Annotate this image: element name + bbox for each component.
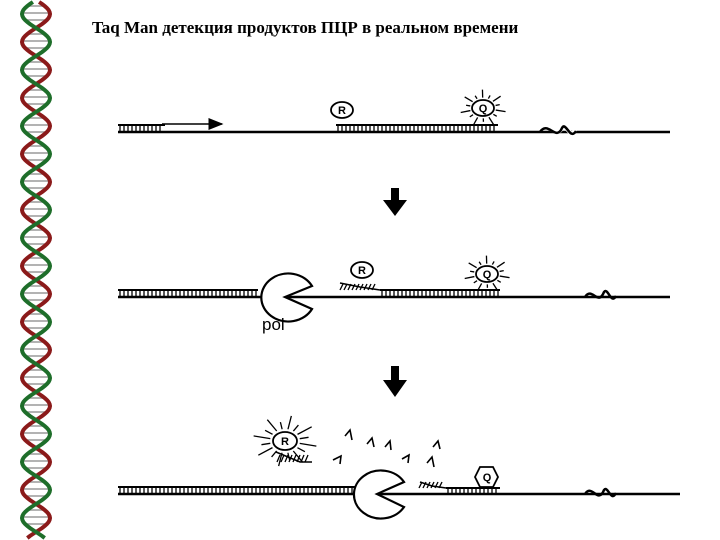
quencher-dye: Q: [464, 255, 510, 292]
svg-text:Q: Q: [483, 269, 492, 281]
step-3: Q R: [118, 415, 680, 520]
quencher-dye: Q: [473, 466, 500, 488]
polymerase-label: pol: [262, 315, 285, 334]
svg-text:R: R: [358, 265, 366, 277]
quencher-label: Q: [479, 103, 488, 115]
step-1: R Q: [118, 89, 670, 136]
polymerase-icon: [260, 272, 314, 323]
svg-text:R: R: [281, 436, 289, 448]
arrow-down-icon: [383, 188, 407, 216]
polymerase-icon: [352, 469, 406, 520]
dna-strand: [19, 0, 53, 540]
primer: [118, 118, 224, 132]
probe-displaced: [339, 282, 500, 297]
released-reporter: R: [253, 415, 317, 467]
cleaved-nucleotides: [332, 428, 441, 468]
new-strand: [118, 289, 258, 297]
reporter-dye: R: [350, 261, 374, 279]
reporter-label: R: [338, 105, 346, 117]
probe: [336, 124, 498, 132]
new-strand: [118, 486, 355, 494]
starburst-icon: [460, 89, 506, 126]
dna-helix-border: [19, 0, 53, 540]
arrow-down-icon: [383, 366, 407, 397]
quencher-dye: Q: [460, 89, 506, 126]
step-2: pol R Q: [118, 255, 670, 334]
starburst-icon: [464, 255, 510, 292]
reporter-dye: R: [330, 101, 354, 119]
svg-text:Q: Q: [483, 472, 492, 484]
probe-remaining: [418, 481, 500, 494]
page-title: Taq Man детекция продуктов ПЦР в реально…: [92, 18, 519, 37]
primer-ticks: [119, 125, 161, 132]
